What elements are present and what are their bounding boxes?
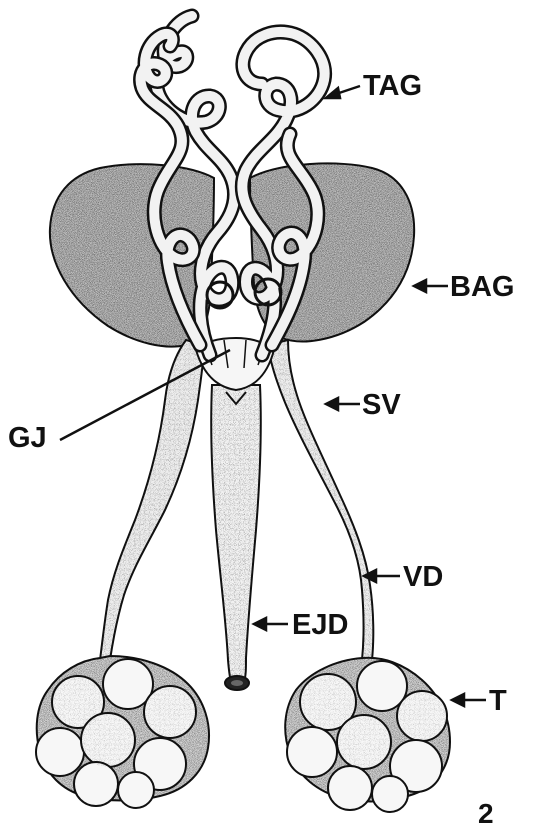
label-ejd: EJD bbox=[292, 611, 348, 640]
label-bag: BAG bbox=[450, 273, 514, 302]
figure-number: 2 bbox=[478, 800, 494, 828]
testis-right bbox=[285, 658, 450, 812]
label-t: T bbox=[489, 687, 507, 716]
label-sv: SV bbox=[362, 391, 401, 420]
gj-leader bbox=[60, 350, 230, 440]
testis-left bbox=[36, 656, 209, 808]
label-vd: VD bbox=[403, 563, 443, 592]
label-tag: TAG bbox=[363, 72, 422, 101]
ejaculatory-duct bbox=[211, 385, 261, 690]
label-gj: GJ bbox=[8, 424, 47, 453]
